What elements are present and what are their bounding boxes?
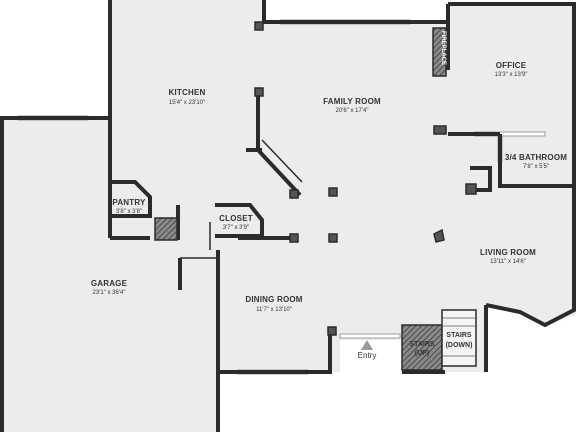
post [433,228,445,243]
dining-room-name: DINING ROOM [245,295,302,304]
post [289,233,299,243]
room-labels: KITCHEN 15'4" x 23'10" FAMILY ROOM 20'6"… [91,61,567,313]
bathroom-dims: 7'8" x 5'5" [523,164,549,170]
stairs-up [401,324,443,371]
closet-dims: 3'7" x 3'9" [223,225,249,231]
bath-inner-wall [470,166,492,192]
stairs-down [441,309,477,367]
post [328,187,338,197]
stairs-up-label-line1: STAIRS [409,341,434,348]
garage-name: GARAGE [91,279,128,288]
fireplace-label: FIREPLACE [440,31,446,65]
family-room-dims: 20'6" x 17'4" [336,108,369,114]
post [254,21,264,31]
kitchen-dims: 15'4" x 23'10" [169,100,205,106]
bathroom-name: 3/4 BATHROOM [505,153,567,162]
living-right-wall [485,4,576,328]
post [254,87,264,97]
fireplace [432,27,447,77]
post [327,326,337,336]
kitchen-name: KITCHEN [169,88,206,97]
living-room-name: LIVING ROOM [480,248,536,257]
post [289,189,299,199]
office-name: OFFICE [496,61,527,70]
dining-room-dims: 11'7" x 13'10" [256,307,292,313]
top-wall [262,0,448,24]
entry-arrow-icon [361,340,373,350]
entry-label: Entry [358,351,377,360]
bath-walls [498,134,576,188]
post [328,233,338,243]
entry-door-opening [339,333,401,339]
kitchen-feature [154,217,178,241]
post [433,125,447,135]
garage-floor [0,118,218,432]
entry-wall-left [218,330,332,374]
closet-name: CLOSET [219,214,253,223]
pantry-dims: 3'8" x 3'8" [116,209,142,215]
main-floor [110,0,576,372]
stair-diagonal [261,139,303,183]
post [465,183,477,195]
stairs-up-label-line2: (UP) [415,350,429,357]
posts [254,21,477,336]
pantry-walls [110,180,152,218]
pantry-name: PANTRY [112,198,146,207]
office-dims: 13'3" x 13'9" [495,72,528,78]
stairs-down-label-line2: (DOWN) [446,342,473,349]
living-room-dims: 13'11" x 14'6" [490,259,526,265]
family-room-name: FAMILY ROOM [323,97,381,106]
garage-dims: 23'1" x 36'4" [93,290,126,296]
stairs-down-label-line1: STAIRS [446,332,471,339]
